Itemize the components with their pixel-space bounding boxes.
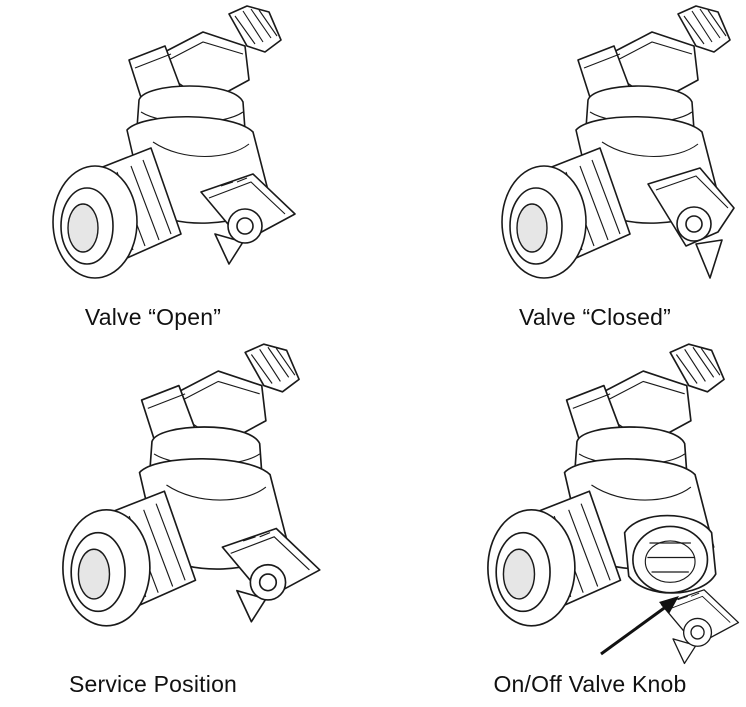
valve-closed-drawing — [501, 5, 735, 279]
service-position-drawing — [62, 343, 321, 627]
figure-valve-open: Valve “Open” — [0, 0, 373, 340]
figure-valve-closed: Valve “Closed” — [373, 0, 746, 340]
figure-caption: On/Off Valve Knob — [493, 671, 687, 697]
figure-caption: Service Position — [68, 671, 238, 697]
figure-caption: Valve “Open” — [84, 304, 222, 330]
figure-service-position: Service Position — [0, 340, 373, 707]
figure-caption: Valve “Closed” — [519, 304, 671, 330]
pointer-arrow — [600, 596, 679, 656]
valve-open-drawing — [52, 5, 296, 279]
figure-on-off-valve-knob: On/Off Valve Knob — [373, 340, 746, 707]
